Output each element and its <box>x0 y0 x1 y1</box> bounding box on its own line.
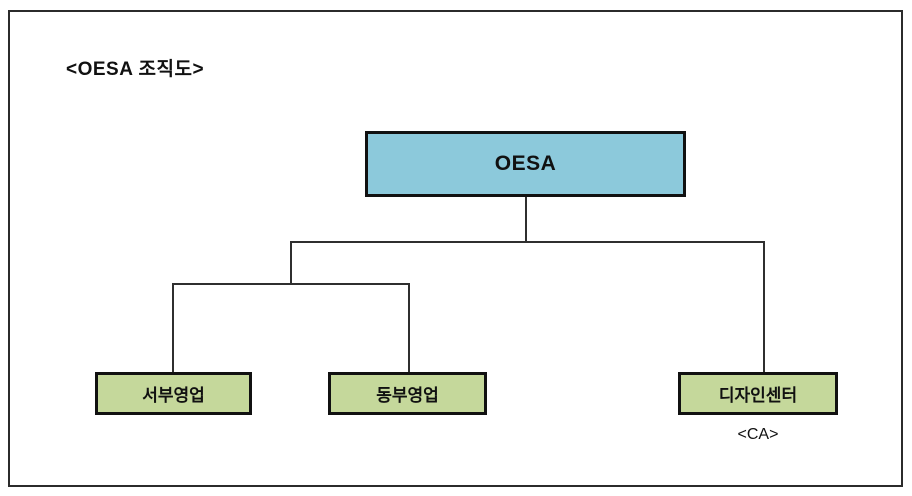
connector-root-stem <box>525 197 527 243</box>
connector-drop-mid <box>290 241 292 285</box>
node-west-sales[interactable]: 서부영업 <box>95 372 252 415</box>
node-design-center-caption: <CA> <box>737 426 779 443</box>
connector-lower-bus <box>172 283 410 285</box>
node-west-sales-label: 서부영업 <box>142 386 205 405</box>
node-design-center[interactable]: 디자인센터 <box>678 372 838 415</box>
chart-frame: <OESA 조직도> OESA 서부영업 동부영업 디자인센터 <CA> <box>8 10 903 487</box>
connector-drop-east-sales <box>408 283 410 374</box>
page-title: <OESA 조직도> <box>66 59 205 80</box>
node-oesa-label: OESA <box>494 152 557 175</box>
node-design-center-label: 디자인센터 <box>718 386 798 405</box>
node-east-sales[interactable]: 동부영업 <box>328 372 487 415</box>
node-east-sales-label: 동부영업 <box>376 386 439 405</box>
node-oesa[interactable]: OESA <box>365 131 686 197</box>
connector-drop-west-sales <box>172 283 174 374</box>
connector-upper-bus <box>290 241 765 243</box>
connector-drop-design-center <box>763 241 765 374</box>
